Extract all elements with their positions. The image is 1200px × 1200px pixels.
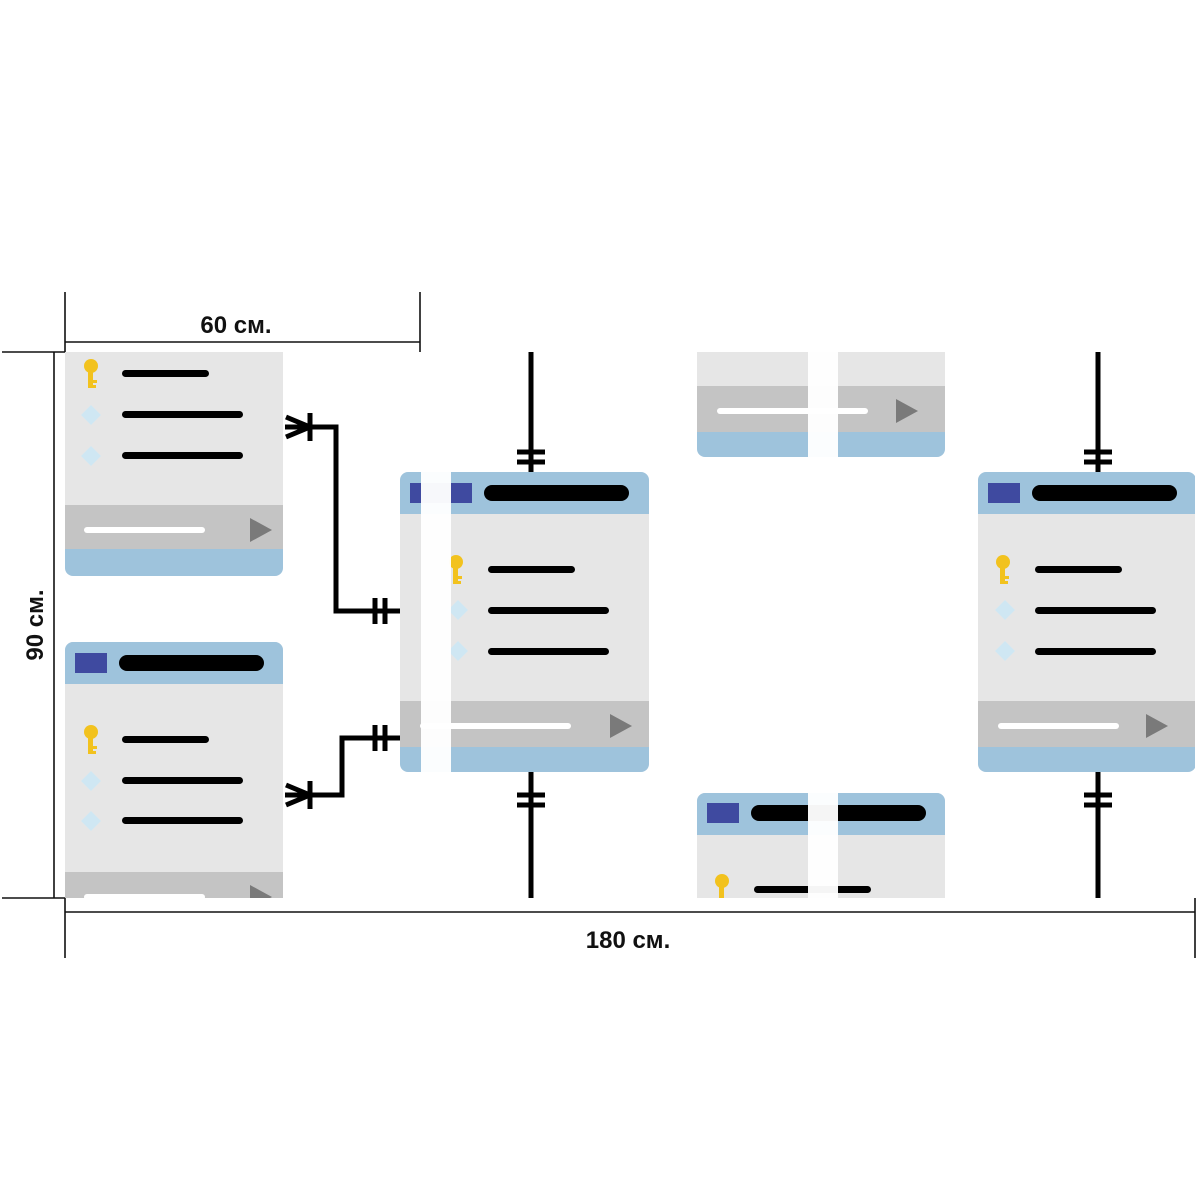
- title-line: [119, 655, 264, 671]
- footer-line: [420, 723, 571, 729]
- connector-top-left-center: [285, 424, 400, 614]
- dimension-label-height: 90 см.: [22, 589, 49, 660]
- field-line: [122, 370, 209, 377]
- title-chip: [75, 653, 107, 673]
- crows-foot-markers: [285, 413, 313, 809]
- play-icon: [610, 714, 632, 738]
- play-icon: [250, 885, 272, 898]
- one-marker-right-down: [1084, 792, 1112, 808]
- field-line: [122, 411, 243, 418]
- footer-line: [84, 894, 205, 898]
- one-markers: [372, 449, 1112, 808]
- field-line: [488, 607, 609, 614]
- diamond-icon: [81, 771, 101, 791]
- footer-line: [84, 527, 205, 533]
- one-marker-right-up: [1084, 449, 1112, 465]
- diamond-icon: [81, 811, 101, 831]
- one-marker-center-up: [517, 449, 545, 465]
- play-icon: [896, 399, 918, 423]
- field-line: [488, 648, 609, 655]
- diamond-icon: [448, 600, 468, 620]
- footer-line: [998, 723, 1119, 729]
- diamond-icon: [81, 446, 101, 466]
- key-icon: [449, 555, 463, 584]
- title-chip: [707, 803, 739, 823]
- field-line: [122, 452, 243, 459]
- key-icon: [84, 725, 98, 754]
- key-icon: [84, 359, 98, 388]
- field-line: [122, 777, 243, 784]
- diamond-icon: [448, 641, 468, 661]
- field-line: [122, 817, 243, 824]
- field-line: [1035, 607, 1156, 614]
- title-line: [484, 485, 629, 501]
- connector-bottom-left-center: [285, 735, 400, 798]
- play-icon: [250, 518, 272, 542]
- title-line: [1032, 485, 1177, 501]
- dimension-lines: [2, 292, 1196, 958]
- one-marker-center-left-bottom: [372, 725, 388, 751]
- diamond-icon: [81, 405, 101, 425]
- crows-foot-top-left: [285, 413, 313, 441]
- field-line: [488, 566, 575, 573]
- footer-line: [717, 408, 868, 414]
- field-line: [1035, 566, 1122, 573]
- diamond-icon: [995, 641, 1015, 661]
- entity-bottom-left: [65, 642, 283, 898]
- dimension-label-panel-width: 60 см.: [200, 312, 271, 339]
- key-icon: [996, 555, 1010, 584]
- key-icon: [715, 874, 729, 898]
- dimension-label-total-width: 180 см.: [586, 927, 670, 954]
- entity-right: [978, 472, 1195, 772]
- field-line: [122, 736, 209, 743]
- title-line: [751, 805, 926, 821]
- panel-gaps: [421, 352, 838, 898]
- artwork: [65, 352, 1195, 898]
- one-marker-center-left-top: [372, 598, 388, 624]
- panel-gap-1: [421, 352, 451, 898]
- title-chip: [988, 483, 1020, 503]
- field-line: [1035, 648, 1156, 655]
- play-icon: [1146, 714, 1168, 738]
- diamond-icon: [995, 600, 1015, 620]
- panel-gap-2: [808, 352, 838, 898]
- one-marker-center-down: [517, 792, 545, 808]
- entity-center: [400, 472, 649, 772]
- crows-foot-bottom-left: [285, 781, 313, 809]
- entity-top-left: [65, 352, 283, 576]
